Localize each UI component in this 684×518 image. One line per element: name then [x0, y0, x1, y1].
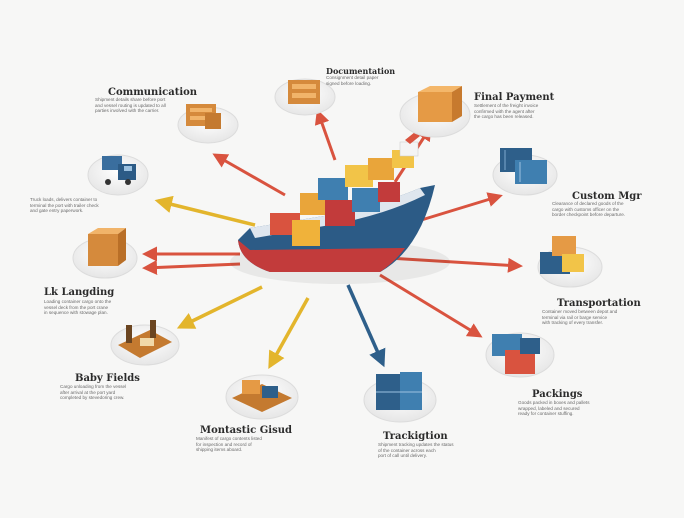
desc-lk-lancing: Loading container cargo onto the vessel … [44, 299, 112, 316]
label-final-payment: Final Payment [474, 92, 555, 103]
node-icons [72, 78, 603, 423]
pallet-cargo-icon [232, 380, 292, 412]
desc-packings: Goods packed in boxes and pallets wrappe… [518, 400, 590, 417]
label-transportation: Transportation [557, 298, 641, 309]
arrow-to-tracking [346, 284, 386, 368]
arrow-to-communication [212, 153, 286, 197]
container-stack-icon [500, 148, 547, 184]
label-tracking: Trackigtion [383, 431, 448, 442]
desc-baby-fields: Cargo unloading from the vessel after ar… [60, 384, 127, 401]
desc-final-payment: Settlement of the freight invoice confir… [474, 103, 539, 120]
label-communication: Communication [108, 87, 198, 98]
arrow-to-manifest [268, 297, 310, 370]
label-baby-fields: Baby Fields [75, 373, 140, 384]
container-block-icon [376, 372, 422, 410]
desc-communication: Shipment details share before port and v… [95, 97, 166, 114]
cardboard-box-icon [418, 86, 462, 122]
label-manifest: Montastic Gisud [200, 425, 292, 436]
label-documentation: Documentation [326, 66, 396, 76]
arrow-to-transportation [387, 256, 523, 273]
label-packings: Packings [532, 389, 583, 400]
crate-stack-icon [186, 104, 221, 129]
crate-icon [288, 80, 320, 104]
desc-custom-mgr: Clearance of declared goods of the cargo… [552, 201, 626, 218]
packed-boxes-icon [492, 334, 540, 374]
forklift-icon [118, 320, 172, 358]
desc-manifest: Manifest of cargo contents listed for in… [196, 436, 262, 453]
label-custom-mgr: Custom Mgr [572, 191, 642, 202]
arrow-to-baby-fields [176, 285, 263, 329]
arrow-to-packings [379, 273, 483, 338]
desc-tracking: Shipment tracking updates the status of … [378, 442, 454, 459]
arrow-to-truck [154, 195, 256, 227]
desc-documentation: Consignment detail paper signed before l… [326, 75, 379, 86]
label-lk-lancing: Lk Langding [44, 287, 115, 298]
package-box-icon [88, 228, 126, 266]
cargo-ship [230, 132, 450, 284]
mixed-cargo-icon [540, 236, 584, 274]
desc-truck: Truck loads, delivers container to termi… [30, 197, 99, 214]
arrow-to-doc-top [314, 109, 337, 161]
desc-transportation: Container moved between depot and termin… [542, 309, 618, 326]
arrow-to-lk-lancing-2 [142, 260, 241, 275]
truck-icon [102, 156, 136, 185]
